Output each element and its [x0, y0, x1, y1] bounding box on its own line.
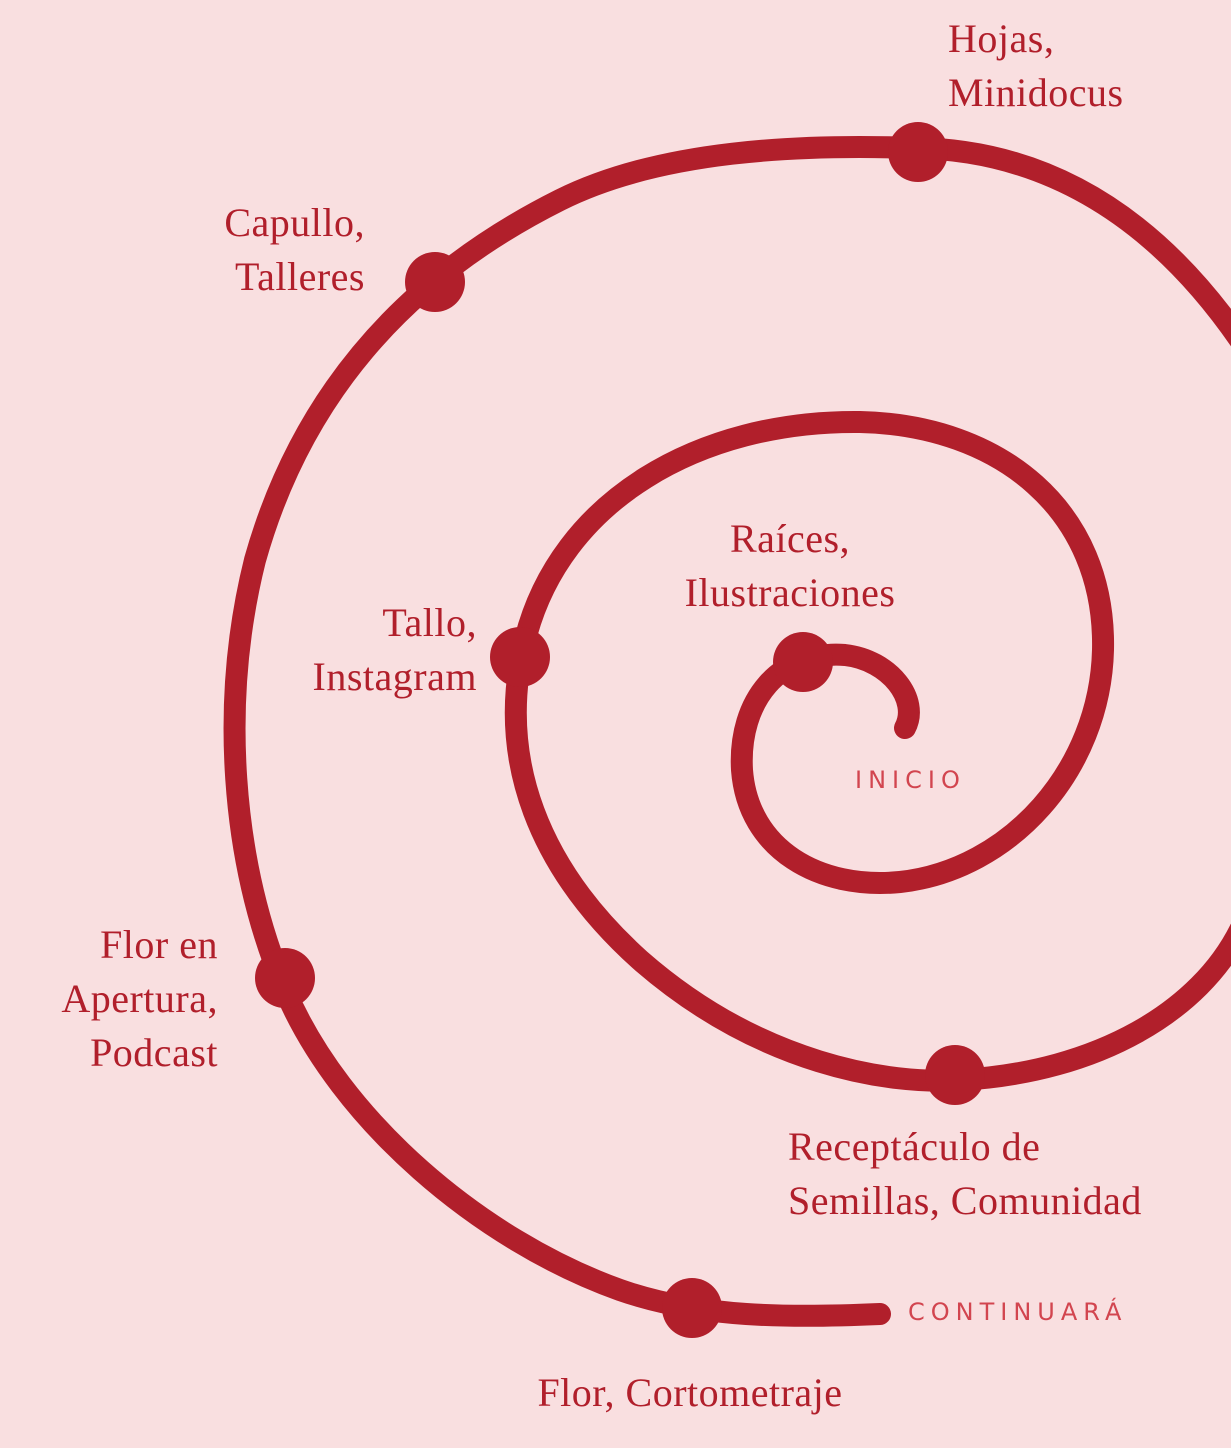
node-capullo-dot: [405, 252, 465, 312]
label-flor-apertura-line2: Apertura,: [61, 976, 218, 1021]
label-tallo-line2: Instagram: [312, 654, 477, 699]
label-raices: Raíces, Ilustraciones: [640, 512, 940, 620]
end-marker: CONTINUARÁ: [908, 1298, 1128, 1326]
label-flor-apertura-line3: Podcast: [90, 1030, 218, 1075]
label-tallo-line1: Tallo,: [382, 600, 477, 645]
label-flor-apertura: Flor en Apertura, Podcast: [61, 918, 218, 1080]
label-flor-line1: Flor, Cortometraje: [537, 1370, 843, 1415]
label-tallo: Tallo, Instagram: [313, 596, 477, 704]
node-flor-apertura-dot: [255, 948, 315, 1008]
label-raices-line2: Ilustraciones: [684, 570, 896, 615]
label-receptaculo-line2: Semillas, Comunidad: [788, 1178, 1142, 1223]
node-raices-dot: [773, 632, 833, 692]
label-hojas: Hojas, Minidocus: [948, 12, 1124, 120]
node-flor-dot: [662, 1278, 722, 1338]
label-flor-apertura-line1: Flor en: [100, 922, 218, 967]
label-hojas-line1: Hojas,: [948, 16, 1055, 61]
label-capullo: Capullo, Talleres: [224, 196, 365, 304]
label-receptaculo: Receptáculo de Semillas, Comunidad: [788, 1120, 1142, 1228]
label-receptaculo-line1: Receptáculo de: [788, 1124, 1041, 1169]
label-raices-line1: Raíces,: [729, 516, 851, 561]
label-capullo-line2: Talleres: [234, 254, 365, 299]
node-receptaculo-dot: [925, 1045, 985, 1105]
node-hojas-dot: [888, 122, 948, 182]
node-tallo-dot: [490, 627, 550, 687]
label-capullo-line1: Capullo,: [224, 200, 365, 245]
start-marker: INICIO: [855, 766, 966, 794]
label-flor: Flor, Cortometraje: [400, 1366, 980, 1420]
label-hojas-line2: Minidocus: [948, 70, 1124, 115]
